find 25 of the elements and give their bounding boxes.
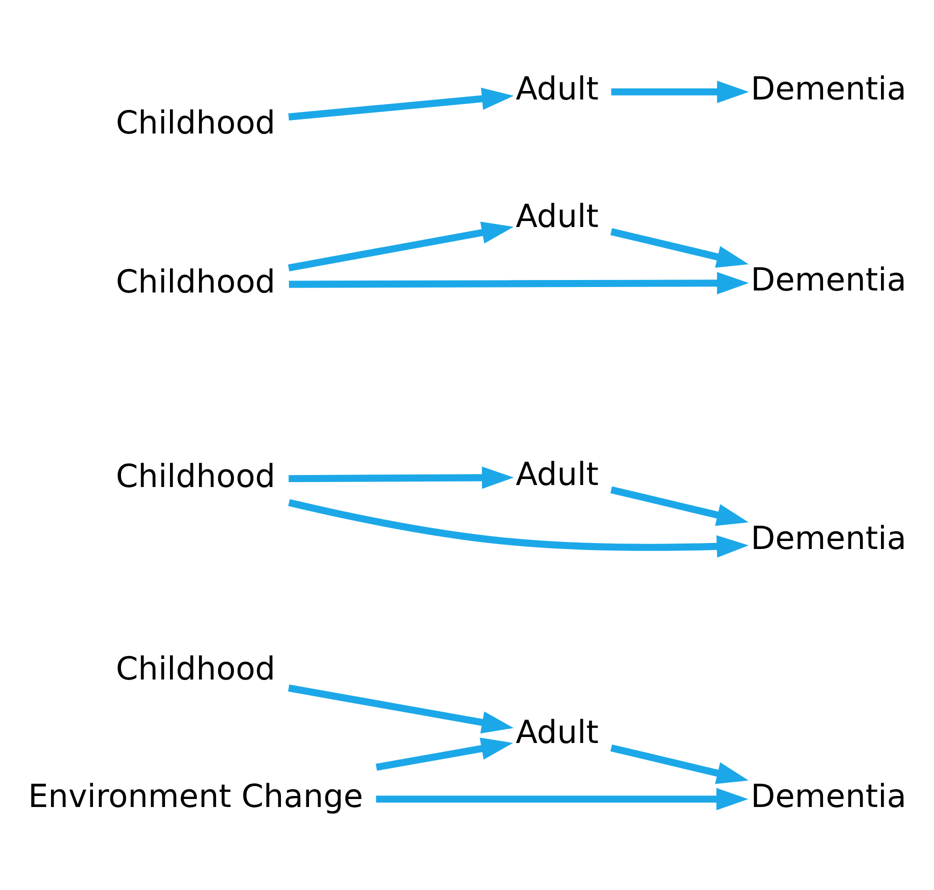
node-text: Childhood xyxy=(116,102,276,141)
arrow xyxy=(288,498,749,558)
arrow xyxy=(288,684,514,733)
node-text: Environment Change xyxy=(28,776,364,814)
arrow xyxy=(610,486,749,526)
arrow xyxy=(288,221,514,271)
node-text: Dementia xyxy=(750,776,906,814)
node-text: Adult xyxy=(516,454,599,493)
node-text: Childhood xyxy=(116,649,276,688)
arrow xyxy=(376,737,514,770)
arrow xyxy=(288,271,749,294)
node-text: Dementia xyxy=(750,69,906,108)
node-text: Adult xyxy=(516,69,599,108)
arrow xyxy=(610,228,749,268)
arrow xyxy=(376,787,748,810)
node-text: Adult xyxy=(516,712,599,751)
node-text: Childhood xyxy=(116,456,276,494)
arrow xyxy=(288,87,514,120)
node-text: Childhood xyxy=(116,262,276,300)
arrow xyxy=(610,744,749,784)
node-text: Dementia xyxy=(750,260,906,298)
node-text: Adult xyxy=(516,196,599,234)
arrow xyxy=(288,466,514,488)
arrow xyxy=(611,80,749,103)
node-text: Dementia xyxy=(750,518,906,556)
